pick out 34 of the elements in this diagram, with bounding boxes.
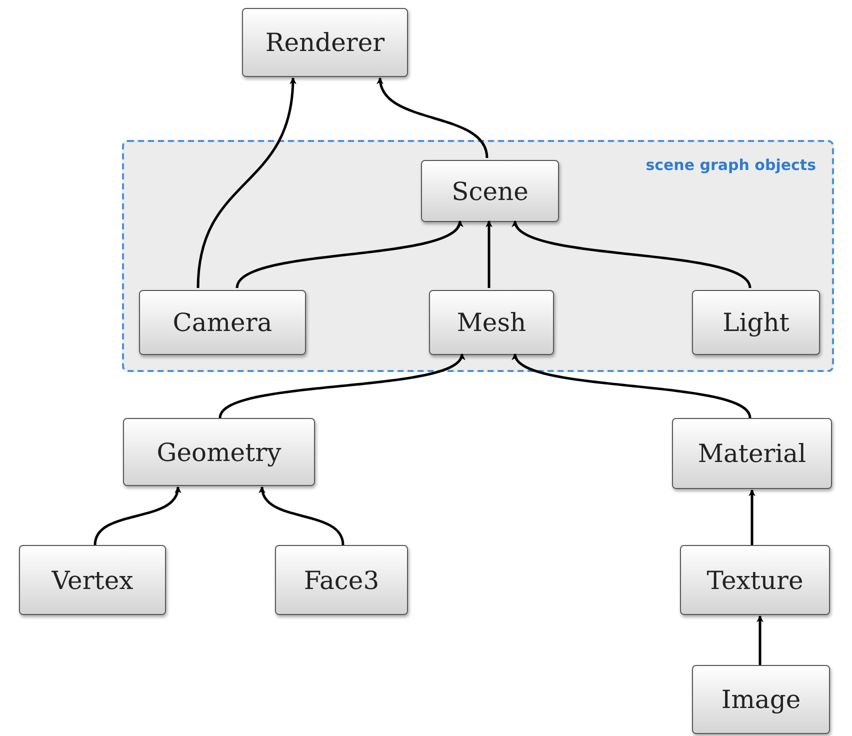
node-label: Camera — [172, 308, 272, 337]
group-label: scene graph objects — [646, 156, 816, 174]
node-label: Light — [722, 308, 790, 337]
node-label: Scene — [452, 176, 528, 206]
arrow — [94, 486, 180, 546]
node-box — [123, 418, 315, 486]
node-box — [139, 290, 306, 355]
node-label: Material — [698, 439, 806, 468]
node-label: Mesh — [456, 308, 526, 337]
node-box — [19, 545, 166, 615]
node-label: Renderer — [265, 28, 385, 57]
node-label: Texture — [706, 566, 804, 594]
node-box — [429, 290, 554, 355]
node-box — [692, 290, 820, 355]
node-box — [692, 665, 830, 734]
node-label: Image — [721, 685, 801, 714]
node-box — [275, 545, 408, 615]
arrow — [260, 486, 344, 546]
arrow — [748, 489, 756, 545]
arrow — [196, 77, 296, 288]
node-box — [421, 160, 559, 222]
node-label: Geometry — [156, 438, 282, 466]
arrow — [218, 353, 464, 419]
node-box — [680, 545, 830, 615]
node-label: Face3 — [304, 566, 380, 594]
arrow — [236, 220, 462, 289]
arrow — [486, 220, 492, 288]
node-box — [672, 418, 832, 489]
arrow — [756, 615, 764, 665]
node-box — [242, 8, 408, 77]
arrow — [514, 220, 752, 289]
node-label: Vertex — [52, 566, 134, 594]
group-region — [122, 140, 834, 372]
arrow — [514, 353, 752, 419]
